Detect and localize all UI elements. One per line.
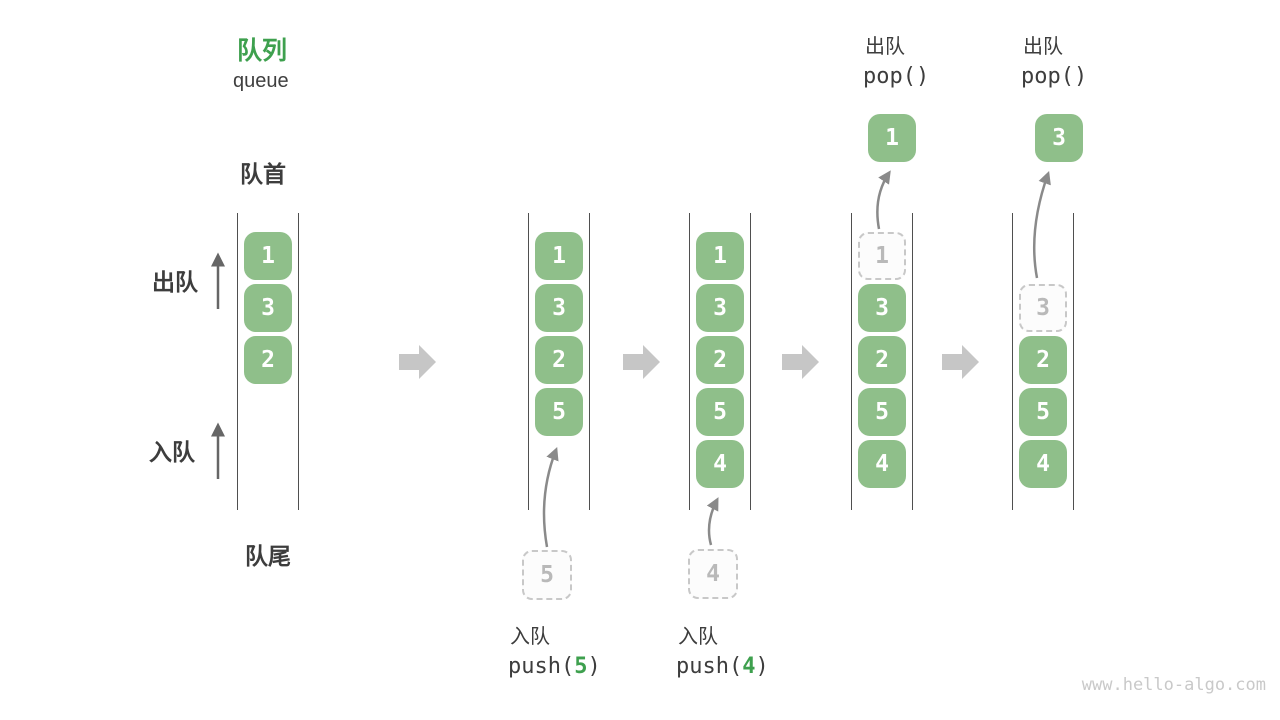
queue-cell: 3 [696,284,744,332]
diagram-title-en: queue [233,70,289,92]
queue-cell: 3 [535,284,583,332]
push-annotation-code: push(5) [508,654,601,679]
push-annotation-action: 入队 [678,626,718,648]
code-open: push( [676,654,743,679]
step-arrow-icon [942,345,979,379]
label-queue-rear: 队尾 [245,543,291,569]
label-dequeue-side: 出队 [152,269,198,295]
queue-cell: 5 [535,388,583,436]
queue-cell: 1 [244,232,292,280]
queue-cell: 3 [858,284,906,332]
step-arrow-icon [623,345,660,379]
code-open: push( [508,654,575,679]
staged-value-box: 4 [688,549,738,599]
step-arrow-icon [782,345,819,379]
queue-cell: 5 [1019,388,1067,436]
queue-cell: 2 [535,336,583,384]
queue-cell: 2 [858,336,906,384]
queue-cell: 2 [244,336,292,384]
diagram-title-zh: 队列 [237,37,288,65]
ghost-cell: 3 [1019,284,1067,332]
code-close: ) [587,654,601,679]
queue-container-1 [237,213,299,510]
ghost-cell: 1 [858,232,906,280]
pop-annotation-action: 出队 [1023,36,1063,58]
pop-annotation-action: 出队 [865,36,905,58]
queue-cell: 5 [696,388,744,436]
pop-annotation-code: pop() [1021,64,1088,89]
queue-cell: 5 [858,388,906,436]
step-arrow-icon [399,345,436,379]
queue-cell: 4 [696,440,744,488]
popped-value-box: 1 [868,114,916,162]
queue-cell: 1 [535,232,583,280]
site-watermark: www.hello-algo.com [1081,675,1266,695]
label-queue-front: 队首 [240,161,286,187]
queue-cell: 4 [858,440,906,488]
queue-cell: 2 [696,336,744,384]
queue-cell: 1 [696,232,744,280]
queue-container-2 [528,213,590,510]
queue-container-4 [851,213,913,510]
pop-annotation-code: pop() [863,64,930,89]
popped-value-box: 3 [1035,114,1083,162]
queue-container-3 [689,213,751,510]
queue-cell: 4 [1019,440,1067,488]
staged-value-box: 5 [522,550,572,600]
code-arg: 4 [742,654,756,679]
push-annotation-action: 入队 [510,626,550,648]
label-enqueue-side: 入队 [149,439,195,465]
push-annotation-code: push(4) [676,654,769,679]
code-close: ) [755,654,769,679]
queue-container-5 [1012,213,1074,510]
code-arg: 5 [574,654,588,679]
queue-cell: 3 [244,284,292,332]
queue-cell: 2 [1019,336,1067,384]
